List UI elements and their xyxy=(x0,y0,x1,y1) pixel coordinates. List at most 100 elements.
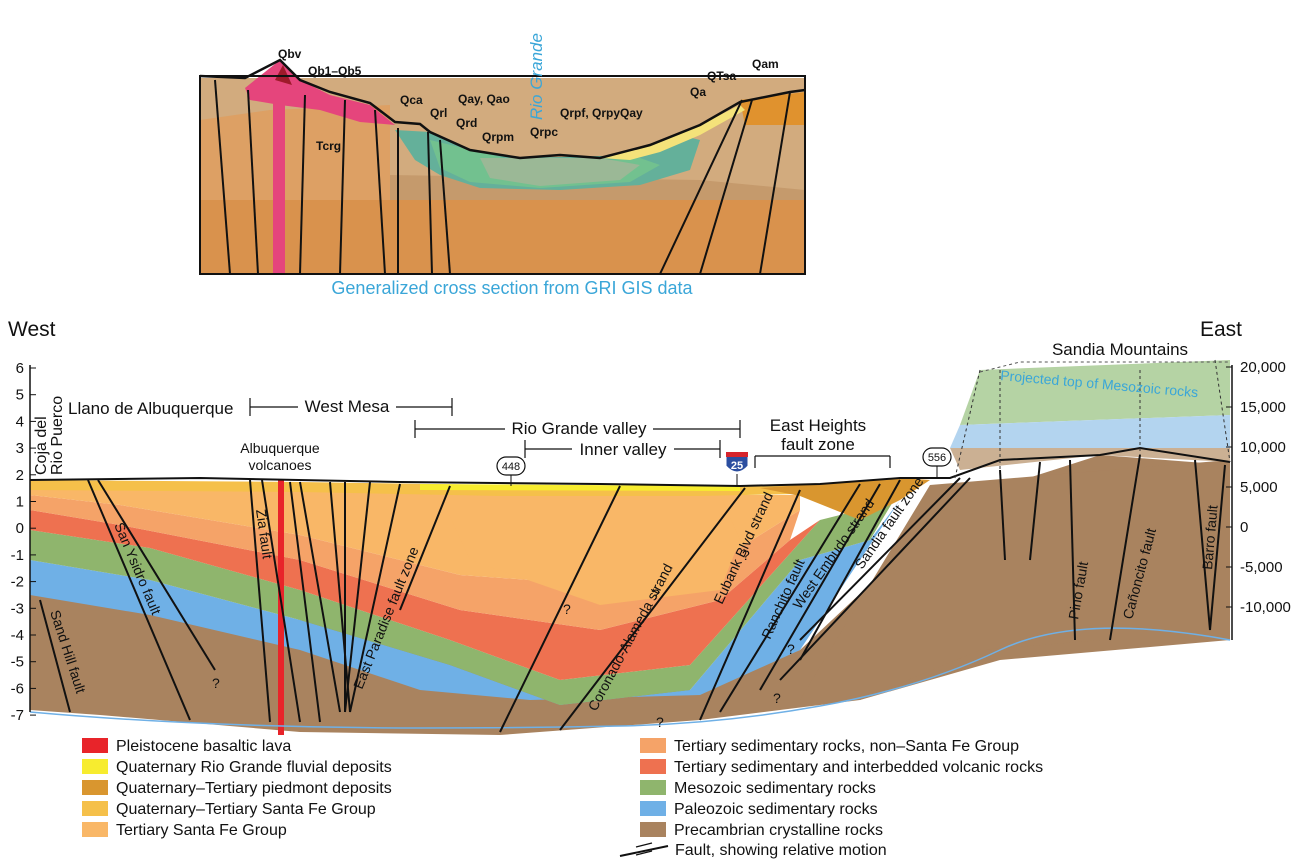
question-mark: ? xyxy=(212,675,220,691)
label-coja-del: Coja del xyxy=(33,416,50,475)
legend-swatch xyxy=(82,801,108,816)
label-albuquerque: Albuquerque xyxy=(240,440,320,456)
legend-label: Pleistocene basaltic lava xyxy=(116,738,291,755)
label-inner-valley: Inner valley xyxy=(580,440,667,459)
legend-right-column: Tertiary sedimentary rocks, non–Santa Fe… xyxy=(640,738,1043,839)
label-zia-fault: Zia fault xyxy=(253,508,276,560)
left-axis-tick-label: -7 xyxy=(11,707,24,724)
legend-swatch xyxy=(82,759,108,774)
left-axis-tick-label: 2 xyxy=(16,467,24,484)
label-barro-fault: Barro fault xyxy=(1199,504,1221,570)
legend-swatch xyxy=(82,780,108,795)
legend-label: Precambrian crystalline rocks xyxy=(674,822,883,839)
interstate-25-label: 25 xyxy=(731,460,743,472)
iv-label-bg xyxy=(572,439,674,459)
label-volcanoes: volcanoes xyxy=(248,457,311,473)
left-axis-tick-label: -1 xyxy=(11,547,24,564)
label-east-heights: East Heights xyxy=(770,416,866,435)
top-lava-feeder xyxy=(273,95,285,274)
question-mark: ? xyxy=(773,690,781,706)
label-qb1-qb5: Qb1–Qb5 xyxy=(308,64,362,78)
label-qca: Qca xyxy=(400,93,423,107)
fault-symbol-arrow-2 xyxy=(635,850,653,856)
legend-label: Quaternary–Tertiary Santa Fe Group xyxy=(116,801,376,818)
right-axis-tick-label: 15,000 xyxy=(1240,399,1286,416)
label-qrl: Qrl xyxy=(430,106,447,120)
route-556-label: 556 xyxy=(928,452,946,464)
label-qbv: Qbv xyxy=(278,47,302,61)
label-qtsa: QTsa xyxy=(707,69,736,83)
left-axis-tick-label: 5 xyxy=(16,387,24,404)
left-axis-tick-label: 6 xyxy=(16,360,24,377)
legend-fault-entry: Fault, showing relative motion xyxy=(619,842,887,859)
right-axis-tick-label: 20,000 xyxy=(1240,359,1286,376)
label-fault-zone: fault zone xyxy=(781,435,855,454)
left-axis-tick-label: -6 xyxy=(11,680,24,697)
main-base-line xyxy=(29,627,1231,729)
unit-mesozoic xyxy=(30,490,900,705)
left-axis-tick-label: 3 xyxy=(16,440,24,457)
label-qay: Qay xyxy=(620,106,643,120)
legend-swatch xyxy=(640,738,666,753)
main-lava-feeder xyxy=(278,480,284,735)
question-mark: ? xyxy=(656,714,664,730)
sandia-projected-tertiary xyxy=(950,448,1230,470)
label-llano-de-albuquerque: Llano de Albuquerque xyxy=(68,399,233,418)
right-axis-tick-label: 0 xyxy=(1240,519,1248,536)
sandia-dashed-edge-west xyxy=(954,369,981,479)
label-east: East xyxy=(1200,318,1242,341)
route-448-shield: 448 xyxy=(496,456,526,486)
label-tcrg: Tcrg xyxy=(316,139,341,153)
label-qam: Qam xyxy=(752,57,779,71)
rgv-label-bg xyxy=(505,418,653,438)
legend-label: Paleozoic sedimentary rocks xyxy=(674,801,878,818)
sandia-dashed-edge-east xyxy=(1214,359,1231,463)
left-axis-tick-label: 4 xyxy=(16,413,24,430)
legend-swatch xyxy=(640,759,666,774)
label-qay-qao: Qay, Qao xyxy=(458,92,510,106)
label-rio-grande: Rio Grande xyxy=(527,33,546,120)
legend-label: Tertiary sedimentary and interbedded vol… xyxy=(674,759,1043,776)
top-lower-orange-band xyxy=(200,200,805,274)
sandia-projected-mesozoic xyxy=(960,360,1230,425)
unit-tertiary-santa-fe-basin xyxy=(440,495,740,605)
label-qrd: Qrd xyxy=(456,116,477,130)
question-mark: ? xyxy=(652,586,660,602)
legend-swatch xyxy=(640,822,666,837)
left-axis-tick-label: 1 xyxy=(16,494,24,511)
right-axis-tick-label: 10,000 xyxy=(1240,439,1286,456)
top-section-frame xyxy=(199,75,806,275)
unit-tertiary-volcanic xyxy=(30,510,820,680)
label-west: West xyxy=(8,318,56,341)
legend-swatch xyxy=(640,801,666,816)
right-axis-tick-label: -10,000 xyxy=(1240,599,1291,616)
label-qrpf-qrpy: Qrpf, Qrpy xyxy=(560,106,620,120)
legend-swatch xyxy=(82,822,108,837)
legend-label: Mesozoic sedimentary rocks xyxy=(674,780,876,797)
label-sandia-mountains: Sandia Mountains xyxy=(1052,340,1188,359)
legend-swatch xyxy=(82,738,108,753)
interstate-25-shield: 25 xyxy=(725,451,749,486)
legend-label: Quaternary Rio Grande fluvial deposits xyxy=(116,759,392,776)
main-faults xyxy=(39,454,1226,733)
question-mark: ? xyxy=(787,641,795,657)
label-qrpc: Qrpc xyxy=(530,125,558,139)
top-cross-section: Qbv Qb1–Qb5 Tcrg Qca Qrl Qay, Qao Qrd Qr… xyxy=(199,33,806,298)
label-qrpm: Qrpm xyxy=(482,130,514,144)
left-axis-tick-label: -2 xyxy=(11,574,24,591)
top-basin-grey xyxy=(480,158,640,186)
left-axis-tick-label: 0 xyxy=(16,520,24,537)
sandia-projected-top xyxy=(979,361,1230,373)
top-section-caption: Generalized cross section from GRI GIS d… xyxy=(331,278,693,298)
sandia-projected-paleozoic xyxy=(950,415,1230,448)
right-axis-tick-label: -5,000 xyxy=(1240,559,1283,576)
legend-swatch xyxy=(640,780,666,795)
unit-paleozoic xyxy=(30,500,900,705)
main-land-surface xyxy=(29,446,1231,488)
left-axis-tick-label: -3 xyxy=(11,600,24,617)
label-rio-puerco: Rio Puerco xyxy=(49,396,66,475)
